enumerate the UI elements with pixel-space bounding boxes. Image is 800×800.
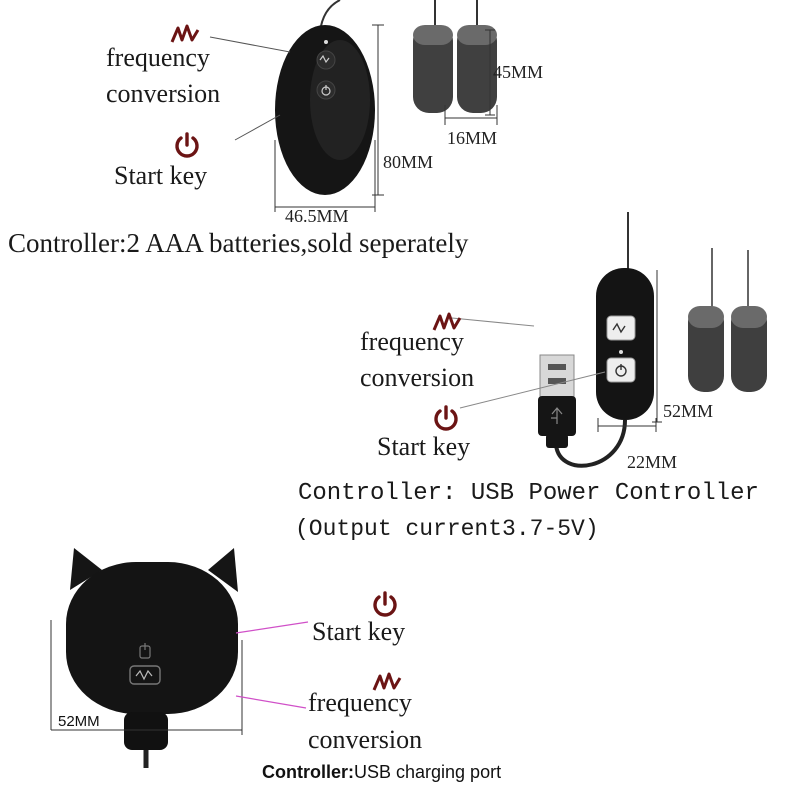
bullet-width-label: 16MM [447, 128, 498, 148]
conversion-label: conversion [308, 725, 423, 754]
conversion-label: conversion [360, 363, 475, 392]
power-icon [434, 405, 458, 431]
wave-icon [432, 312, 462, 331]
caption-charging-bold: Controller: [262, 762, 354, 782]
caption-usb-line1: Controller: USB Power Controller [298, 480, 759, 507]
start-key-label: Start key [312, 617, 406, 646]
caption-battery: Controller:2 AAA batteries,sold seperate… [8, 228, 469, 258]
dim-height-label: 80MM [383, 152, 434, 172]
wave-icon [372, 672, 402, 691]
dim-height-label: 52MM [663, 401, 714, 421]
caption-charging-rest: USB charging port [354, 762, 502, 782]
wave-icon [170, 24, 200, 43]
caption-charging: Controller:USB charging port [262, 762, 501, 783]
power-icon [373, 591, 397, 617]
dim-width-label: 22MM [627, 452, 678, 472]
frequency-label: frequency [360, 327, 464, 356]
start-key-label: Start key [377, 432, 471, 461]
dim-width-label: 52MM [58, 713, 100, 730]
start-key-label: Start key [114, 161, 208, 190]
conversion-label: conversion [106, 79, 221, 108]
dim-width-label: 46.5MM [285, 206, 349, 226]
frequency-label: frequency [308, 688, 412, 717]
bullet-length-label: 45MM [493, 62, 544, 82]
power-icon [175, 132, 199, 158]
caption-usb-line2: (Output current3.7-5V) [295, 516, 599, 542]
frequency-label: frequency [106, 43, 210, 72]
